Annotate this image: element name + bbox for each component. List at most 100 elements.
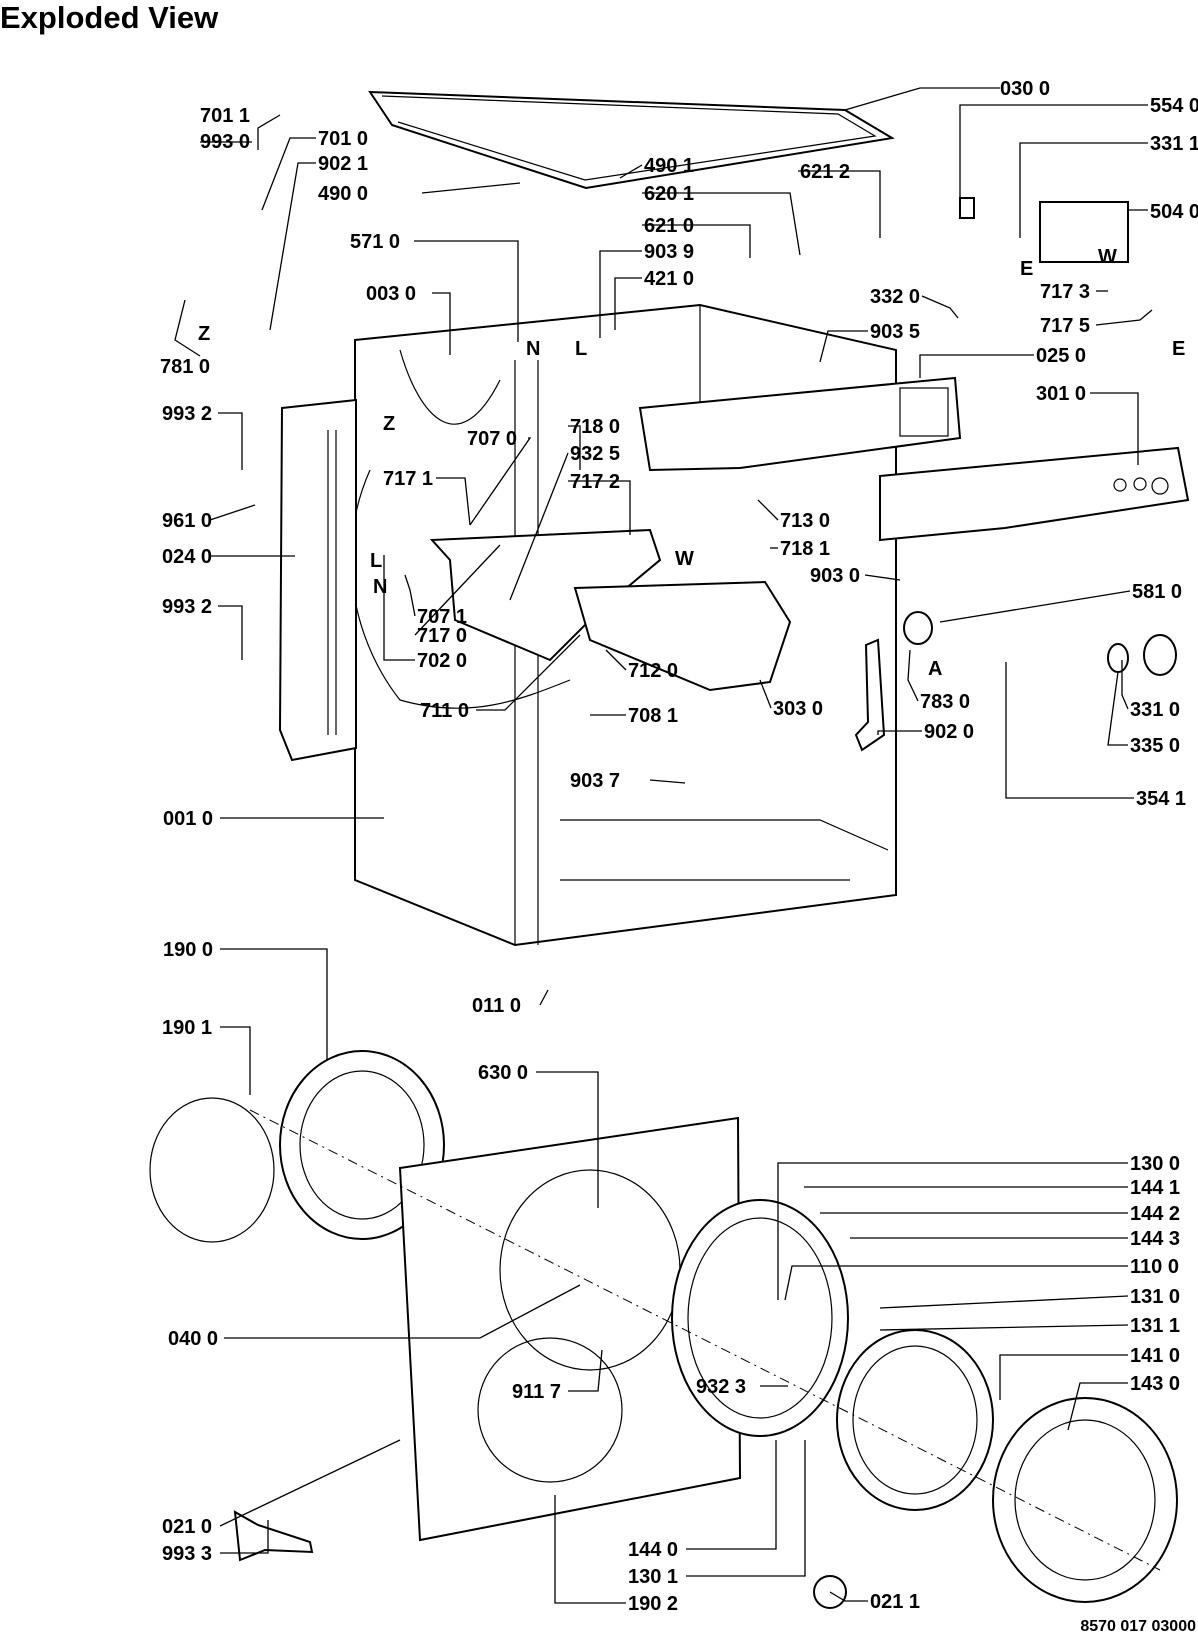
leader-line xyxy=(414,240,519,342)
leader-line xyxy=(642,192,801,256)
part-callout: 025 0 xyxy=(1036,345,1086,367)
leader-line xyxy=(877,730,922,735)
leader-line xyxy=(907,649,919,702)
part-callout: 581 0 xyxy=(1132,581,1182,603)
part-callout: 717 3 xyxy=(1040,281,1090,303)
part-callout: 993 3 xyxy=(162,1543,212,1565)
part-callout: 713 0 xyxy=(780,510,830,532)
part-callout: 717 1 xyxy=(383,468,433,490)
part-callout: 702 0 xyxy=(417,650,467,672)
part-callout: 144 3 xyxy=(1130,1228,1180,1250)
connection-marker: W xyxy=(1098,246,1117,268)
leader-line xyxy=(1095,309,1153,326)
detergent-drawer xyxy=(573,580,792,692)
part-callout: 003 0 xyxy=(366,283,416,305)
part-callout: 144 0 xyxy=(628,1539,678,1561)
leader-line xyxy=(1107,671,1128,746)
leader-line xyxy=(257,114,281,150)
connection-marker: Z xyxy=(383,413,395,435)
part-callout: 620 1 xyxy=(644,183,694,205)
leader-line xyxy=(421,182,521,194)
leader-line xyxy=(568,480,631,535)
leader-line xyxy=(599,250,642,338)
part-callout: 130 1 xyxy=(628,1566,678,1588)
part-callout: 190 1 xyxy=(162,1017,212,1039)
leader-line xyxy=(383,555,415,661)
leader-line xyxy=(568,1349,603,1392)
part-callout: 707 1 xyxy=(417,606,467,628)
part-callout: 961 0 xyxy=(162,510,212,532)
part-callout: 021 0 xyxy=(162,1516,212,1538)
leader-line xyxy=(1019,142,1148,238)
leader-line xyxy=(404,574,416,617)
part-callout: 021 1 xyxy=(870,1591,920,1613)
leader-line xyxy=(605,649,627,671)
part-callout: 030 0 xyxy=(1000,78,1050,100)
part-callout: 190 2 xyxy=(628,1593,678,1615)
part-callout: 717 5 xyxy=(1040,315,1090,337)
part-callout: 131 1 xyxy=(1130,1315,1180,1337)
leader-line xyxy=(220,948,328,1060)
service-spanner xyxy=(233,1510,314,1562)
part-callout: 331 1 xyxy=(1150,133,1198,155)
part-callout: 932 5 xyxy=(570,443,620,465)
part-callout: 993 2 xyxy=(162,596,212,618)
part-callout: 141 0 xyxy=(1130,1345,1180,1367)
part-callout: 024 0 xyxy=(162,546,212,568)
leader-line xyxy=(436,477,471,526)
leader-line xyxy=(432,292,451,355)
leader-line xyxy=(619,164,643,179)
part-callout: 701 0 xyxy=(318,128,368,150)
part-callout: 903 0 xyxy=(810,565,860,587)
thermostat xyxy=(959,197,975,219)
leader-line xyxy=(218,412,243,470)
leader-line xyxy=(999,1354,1128,1400)
leader-line xyxy=(219,1439,401,1527)
part-callout: 190 0 xyxy=(163,939,213,961)
part-callout: 130 0 xyxy=(1130,1153,1180,1175)
connection-marker: L xyxy=(370,550,382,572)
part-callout: 932 3 xyxy=(696,1376,746,1398)
leader-line xyxy=(509,452,569,601)
part-callout: 040 0 xyxy=(168,1328,218,1350)
part-callout: 621 0 xyxy=(644,215,694,237)
leader-line xyxy=(469,437,532,526)
connection-marker: A xyxy=(928,658,942,680)
leader-line xyxy=(1121,660,1129,710)
part-callout: 110 0 xyxy=(1130,1256,1179,1278)
part-callout: 131 0 xyxy=(1130,1286,1180,1308)
leader-line xyxy=(844,87,1000,111)
leader-line xyxy=(220,1520,269,1554)
part-callout: 144 1 xyxy=(1130,1177,1180,1199)
dispenser-housing xyxy=(429,528,662,662)
part-callout: 303 0 xyxy=(773,698,823,720)
part-callout: 707 0 xyxy=(467,428,517,450)
leader-line xyxy=(414,544,501,636)
part-callout: 490 1 xyxy=(644,155,694,177)
leader-line xyxy=(919,354,1034,378)
leader-line xyxy=(649,779,686,784)
part-callout: 144 2 xyxy=(1130,1203,1180,1225)
pressure-switch xyxy=(903,611,933,645)
leader-line xyxy=(757,499,779,521)
connection-marker: N xyxy=(526,338,540,360)
part-callout: 902 1 xyxy=(318,153,368,175)
leader-line xyxy=(269,162,316,331)
part-callout: 781 0 xyxy=(160,356,210,378)
part-callout: 718 0 xyxy=(570,416,620,438)
part-callout: 490 0 xyxy=(318,183,368,205)
connection-marker: E xyxy=(1020,258,1033,280)
part-callout: 354 1 xyxy=(1136,788,1186,810)
part-callout: 011 0 xyxy=(472,995,521,1017)
leader-line xyxy=(959,104,1148,198)
leader-line xyxy=(220,1026,251,1095)
connection-marker: N xyxy=(373,576,387,598)
programmer xyxy=(1039,201,1129,263)
leader-line xyxy=(261,137,316,211)
leader-line xyxy=(784,1265,1128,1301)
part-callout: 504 0 xyxy=(1150,201,1198,223)
leader-line xyxy=(174,299,201,357)
leader-line xyxy=(568,425,581,470)
